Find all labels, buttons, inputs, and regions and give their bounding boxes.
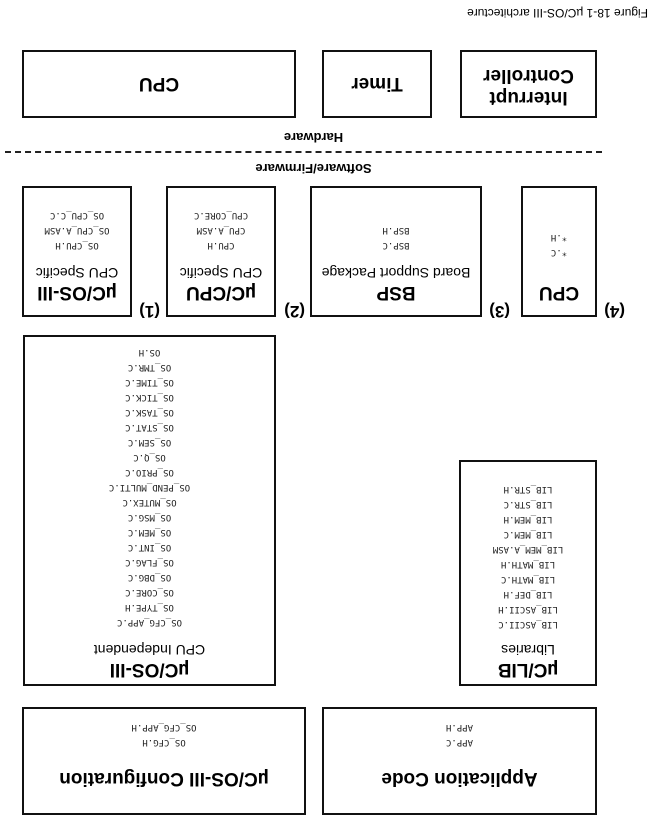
software-label: Software/Firmware bbox=[255, 161, 372, 176]
file-name: OS_STAT.C bbox=[125, 422, 174, 432]
file-name: APP.H bbox=[445, 722, 474, 732]
box-subtitle: CPU Specific bbox=[179, 265, 263, 281]
file-name: BSP.C bbox=[382, 240, 410, 250]
box-subtitle: CPU Independent bbox=[93, 642, 206, 658]
box-title: µC/CPU bbox=[185, 282, 257, 303]
file-name: OS_CFG_APP.C bbox=[116, 617, 183, 627]
marker-1: (1) bbox=[139, 302, 160, 321]
box-title: µC/LIB bbox=[497, 659, 559, 680]
box-title: µC/OS-III bbox=[109, 659, 190, 680]
hw-sw-divider bbox=[5, 151, 602, 153]
file-name: LIB_STR.C bbox=[503, 499, 553, 509]
file-name: LIB_MEM.C bbox=[503, 529, 553, 539]
box-title: Application Code bbox=[381, 768, 538, 789]
file-name: BSP.H bbox=[382, 225, 410, 235]
file-name: LIB_STR.H bbox=[503, 484, 553, 494]
file-list: *.C *.H bbox=[523, 229, 595, 259]
file-name: LIB_DEF.H bbox=[503, 589, 553, 599]
file-name: OS_CPU_A.ASM bbox=[44, 225, 110, 235]
hw-timer-box: Timer bbox=[322, 50, 432, 118]
file-name: LIB_MATH.H bbox=[500, 559, 556, 569]
config-box: µC/OS-III Configuration OS_CFG.H OS_CFG_A… bbox=[22, 707, 306, 815]
box-title: µC/OS-III bbox=[37, 282, 117, 303]
marker-2: (2) bbox=[284, 302, 305, 321]
file-name: CPU_CORE.C bbox=[193, 210, 249, 220]
file-name: OS_TICK.C bbox=[125, 392, 174, 402]
box-subtitle: Board Support Package bbox=[321, 265, 471, 281]
file-name: OS_CFG.H bbox=[142, 737, 186, 747]
file-name: OS_DBG.C bbox=[127, 572, 172, 582]
file-name: OS_CPU.H bbox=[55, 240, 99, 250]
hw-cpu-box: CPU bbox=[22, 50, 296, 118]
file-list: OS_CPU.H OS_CPU_A.ASM OS_CPU_C.C bbox=[24, 207, 130, 252]
bsp-box: BSP Board Support Package BSP.C BSP.H bbox=[310, 186, 482, 317]
file-name: *.H bbox=[550, 232, 568, 242]
figure-caption: Figure 18-1 µC/OS-III architecture bbox=[467, 6, 648, 20]
file-name: LIB_MATH.C bbox=[500, 574, 556, 584]
file-name: OS_MUTEX.C bbox=[122, 497, 177, 507]
file-name: OS_CORE.C bbox=[125, 587, 174, 597]
file-name: OS_SEM.C bbox=[127, 437, 172, 447]
box-subtitle: Libraries bbox=[501, 642, 555, 658]
file-name: OS.H bbox=[138, 347, 161, 357]
file-name: OS_Q.C bbox=[133, 452, 166, 462]
file-name: OS_TIME.C bbox=[125, 377, 174, 387]
box-title: CPU bbox=[538, 282, 580, 303]
file-name: OS_PEND_MULTI.C bbox=[108, 482, 191, 492]
hw-cpu-label: CPU bbox=[138, 73, 180, 94]
file-name: *.C bbox=[550, 247, 568, 257]
hw-controller-label: Controller bbox=[483, 65, 574, 86]
file-name: LIB_ASCII.H bbox=[498, 604, 558, 614]
file-list: OS_CFG.H OS_CFG_APP.H bbox=[24, 719, 304, 749]
file-list: CPU.H CPU_A.ASM CPU_CORE.C bbox=[168, 207, 274, 252]
file-name: CPU.H bbox=[207, 240, 235, 250]
file-name: OS_CFG_APP.H bbox=[131, 722, 197, 732]
hw-interrupt-label: Interrupt bbox=[489, 87, 568, 108]
file-name: OS_MEM.C bbox=[127, 527, 172, 537]
hw-interrupt-box: Interrupt Controller bbox=[460, 50, 597, 118]
file-name: APP.C bbox=[445, 737, 474, 747]
hardware-label: Hardware bbox=[283, 130, 344, 145]
file-name: OS_TMR.C bbox=[127, 362, 172, 372]
file-name: OS_CPU_C.C bbox=[49, 210, 105, 220]
marker-3: (3) bbox=[489, 302, 510, 321]
file-list: APP.C APP.H bbox=[324, 719, 595, 749]
file-name: OS_INT.C bbox=[127, 542, 172, 552]
file-name: LIB_MEM_A.ASM bbox=[492, 544, 564, 554]
file-list: OS_CFG_APP.C OS_TYPE.H OS_CORE.C OS_DBG.C OS… bbox=[25, 344, 274, 629]
box-title: µC/OS-III Configuration bbox=[59, 768, 269, 789]
box-subtitle: CPU Specific bbox=[35, 265, 119, 281]
box-title: BSP bbox=[376, 282, 416, 303]
hw-timer-label: Timer bbox=[351, 73, 403, 94]
file-name: OS_MSG.C bbox=[127, 512, 172, 522]
cpu-box: CPU *.C *.H bbox=[521, 186, 597, 317]
app-box: Application Code APP.C APP.H bbox=[322, 707, 597, 815]
file-list: LIB_ASCII.C LIB_ASCII.H LIB_DEF.H LIB_MATH.… bbox=[461, 481, 595, 631]
file-name: LIB_MEM.H bbox=[503, 514, 553, 524]
file-name: LIB_ASCII.C bbox=[498, 619, 558, 629]
os-cpu-specific-box: µC/OS-III CPU Specific OS_CPU.H OS_CPU_A.… bbox=[22, 186, 132, 317]
file-name: OS_PRIO.C bbox=[125, 467, 174, 477]
uc-cpu-box: µC/CPU CPU Specific CPU.H CPU_A.ASM CPU_CO… bbox=[166, 186, 276, 317]
file-name: OS_FLAG.C bbox=[125, 557, 174, 567]
file-name: OS_TASK.C bbox=[125, 407, 174, 417]
marker-4: (4) bbox=[604, 302, 625, 321]
file-name: OS_TYPE.H bbox=[125, 602, 174, 612]
file-name: CPU_A.ASM bbox=[196, 225, 246, 235]
file-list: BSP.C BSP.H bbox=[312, 222, 480, 252]
